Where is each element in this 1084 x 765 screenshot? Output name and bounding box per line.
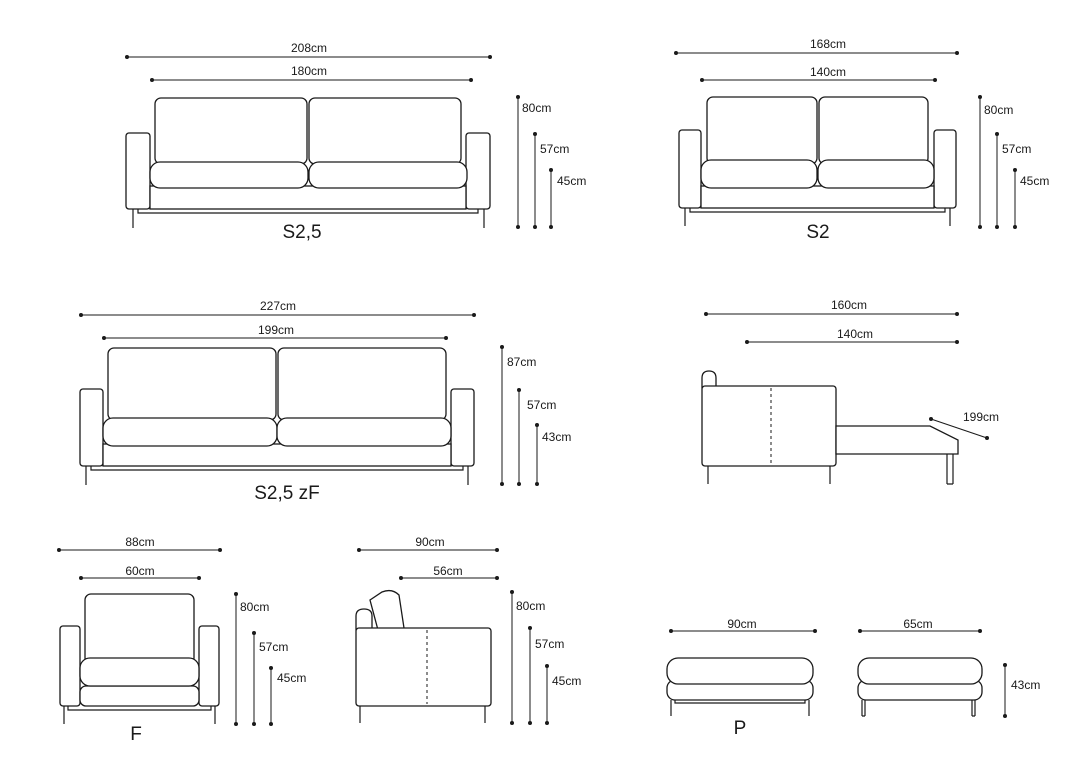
dim-s25zf-height-back-label: 87cm <box>507 355 536 369</box>
dim-p-width-short: 65cm <box>858 617 982 633</box>
dim-side-depth-seat-label: 56cm <box>433 564 462 578</box>
dim-side-height-back: 80cm <box>510 590 545 725</box>
dim-f-height-back: 80cm <box>234 592 269 726</box>
dim-s2-height-arm-label: 57cm <box>1002 142 1031 156</box>
dim-s2-height-back-label: 80cm <box>984 103 1013 117</box>
dim-s25zf-height-back: 87cm <box>500 345 536 486</box>
armchair-f-drawing <box>59 593 220 724</box>
dim-s25zf-width-total: 227cm <box>79 299 476 317</box>
dim-side-height-seat-label: 45cm <box>552 674 581 688</box>
armchair-f-group: F 88cm 60cm 80cm 57cm 45cm <box>57 535 306 745</box>
dim-s25-height-arm: 57cm <box>533 132 569 229</box>
sofa-side-group: 90cm 56cm 80cm 57cm 45cm <box>355 535 581 725</box>
dim-f-height-arm-label: 57cm <box>259 640 288 654</box>
dim-s25zf-height-seat: 43cm <box>535 423 571 486</box>
dim-s25zf-width-seat-label: 199cm <box>258 323 294 337</box>
dim-s2-width-seat: 140cm <box>700 65 937 82</box>
dim-f-height-arm: 57cm <box>252 631 288 726</box>
dim-f-height-seat: 45cm <box>269 666 306 726</box>
dim-s25-height-back-label: 80cm <box>522 101 551 115</box>
sofa-s25-drawing <box>125 97 491 228</box>
dim-s25-height-seat-label: 45cm <box>557 174 586 188</box>
sofa-s2-label: S2 <box>806 222 829 243</box>
dim-side-height-back-label: 80cm <box>516 599 545 613</box>
sofa-s25zf-label: S2,5 zF <box>254 483 319 504</box>
sofa-s25zf-drawing <box>79 347 475 485</box>
dim-s25-height-arm-label: 57cm <box>540 142 569 156</box>
dim-s2-width-seat-label: 140cm <box>810 65 846 79</box>
dim-s25zf-height-arm-label: 57cm <box>527 398 556 412</box>
dim-s2-width-total: 168cm <box>674 37 959 55</box>
sofa-s25zf-group: S2,5 zF 227cm 199cm 87cm 57cm 43cm <box>79 299 571 504</box>
dim-f-height-back-label: 80cm <box>240 600 269 614</box>
sofa-s25-group: S2,5 208cm 180cm 80cm 57cm 45cm <box>125 41 586 243</box>
pouf-p-group: P 90cm 65cm 43cm <box>666 617 1040 739</box>
dim-p-width-short-label: 65cm <box>903 617 932 631</box>
dim-s25-width-seat: 180cm <box>150 64 473 82</box>
dim-p-width-long: 90cm <box>669 617 817 633</box>
dim-s25zf-width-total-label: 227cm <box>260 299 296 313</box>
pouf-p-label: P <box>734 718 747 739</box>
dim-p-height: 43cm <box>1003 663 1040 718</box>
armchair-f-label: F <box>130 724 142 745</box>
dim-bed-depth-total-label: 160cm <box>831 298 867 312</box>
dim-bed-length-label: 199cm <box>963 410 999 424</box>
dim-f-height-seat-label: 45cm <box>277 671 306 685</box>
sofabed-side-group: 160cm 140cm 199cm <box>701 298 999 485</box>
sofa-s25-label: S2,5 <box>282 222 321 243</box>
sofa-side-drawing <box>355 589 492 723</box>
sofabed-side-drawing <box>701 370 959 485</box>
dim-s2-height-back: 80cm <box>978 95 1013 229</box>
dim-side-depth-seat: 56cm <box>399 564 499 580</box>
dim-bed-depth-seat-label: 140cm <box>837 327 873 341</box>
dim-s25-width-total: 208cm <box>125 41 492 59</box>
sofa-s2-group: S2 168cm 140cm 80cm 57cm 45cm <box>674 37 1049 243</box>
dim-p-width-long-label: 90cm <box>727 617 756 631</box>
dim-side-height-seat: 45cm <box>545 664 581 725</box>
pouf-long-drawing <box>666 657 814 716</box>
dim-s25-height-back: 80cm <box>516 95 551 229</box>
dim-s25zf-width-seat: 199cm <box>102 323 448 340</box>
dim-s2-height-seat-label: 45cm <box>1020 174 1049 188</box>
dim-s25-width-total-label: 208cm <box>291 41 327 55</box>
dim-side-height-arm-label: 57cm <box>535 637 564 651</box>
dim-s25zf-height-arm: 57cm <box>517 388 556 486</box>
dim-s2-height-seat: 45cm <box>1013 168 1049 229</box>
pouf-short-drawing <box>857 657 983 717</box>
dim-f-width-seat-label: 60cm <box>125 564 154 578</box>
dim-p-height-label: 43cm <box>1011 678 1040 692</box>
dim-s25-height-seat: 45cm <box>549 168 586 229</box>
dim-s2-width-total-label: 168cm <box>810 37 846 51</box>
dim-f-width-total-label: 88cm <box>125 535 154 549</box>
dim-s25-width-seat-label: 180cm <box>291 64 327 78</box>
dim-side-depth-total: 90cm <box>357 535 499 552</box>
sofa-s2-drawing <box>678 96 957 226</box>
dim-s2-height-arm: 57cm <box>995 132 1031 229</box>
dim-f-width-seat: 60cm <box>79 564 201 580</box>
dim-bed-length: 199cm <box>929 410 999 440</box>
dim-side-depth-total-label: 90cm <box>415 535 444 549</box>
dim-f-width-total: 88cm <box>57 535 222 552</box>
dim-bed-depth-seat: 140cm <box>745 327 959 344</box>
dim-side-height-arm: 57cm <box>528 626 564 725</box>
dim-bed-depth-total: 160cm <box>704 298 959 316</box>
dim-s25zf-height-seat-label: 43cm <box>542 430 571 444</box>
